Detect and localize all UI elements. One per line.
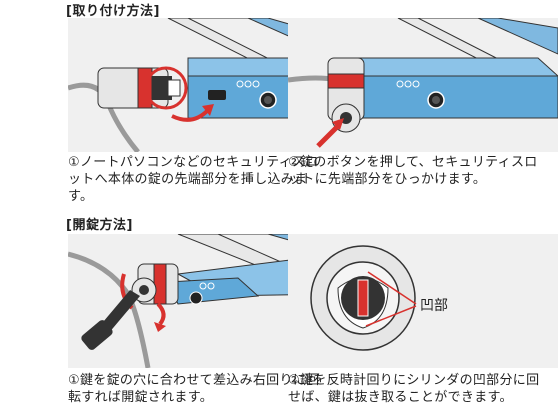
step-number: ①	[68, 155, 80, 170]
caption-unlock-step-1: ①鍵を錠の穴に合わせて差込み右回りに回転すれば開錠されます。	[68, 372, 328, 406]
step-text: ノートパソコンなどのセキュリティスロットへ本体の錠の先端部分を挿し込みます。	[68, 155, 319, 204]
caption-unlock-step-2: ②鍵を反時計回りにシリンダの凹部分に回せば、鍵は抜き取ることができます。	[288, 372, 548, 406]
section-title-install: [取り付け方法]	[66, 4, 160, 19]
callout-recess-label: 凹部	[420, 298, 448, 314]
section-title-unlock: [開錠方法]	[66, 218, 133, 233]
illustration-cylinder-closeup: 凹部	[288, 234, 558, 368]
step-number: ②	[288, 373, 300, 388]
step-number: ②	[288, 155, 300, 170]
cylinder-drawing: 凹部	[288, 234, 558, 368]
step-text: 鍵を錠の穴に合わせて差込み右回りに回転すれば開錠されます。	[68, 373, 320, 405]
step-number: ①	[68, 373, 80, 388]
press-button-drawing	[288, 18, 558, 152]
illustration-press-button	[288, 18, 558, 152]
caption-install-step-1: ①ノートパソコンなどのセキュリティスロットへ本体の錠の先端部分を挿し込みます。	[68, 154, 328, 205]
step-text: 鍵を反時計回りにシリンダの凹部分に回せば、鍵は抜き取ることができます。	[288, 373, 540, 405]
caption-install-step-2: ②錠のボタンを押して、セキュリティスロットに先端部分をひっかけます。	[288, 154, 548, 188]
step-text: 錠のボタンを押して、セキュリティスロットに先端部分をひっかけます。	[288, 155, 538, 187]
